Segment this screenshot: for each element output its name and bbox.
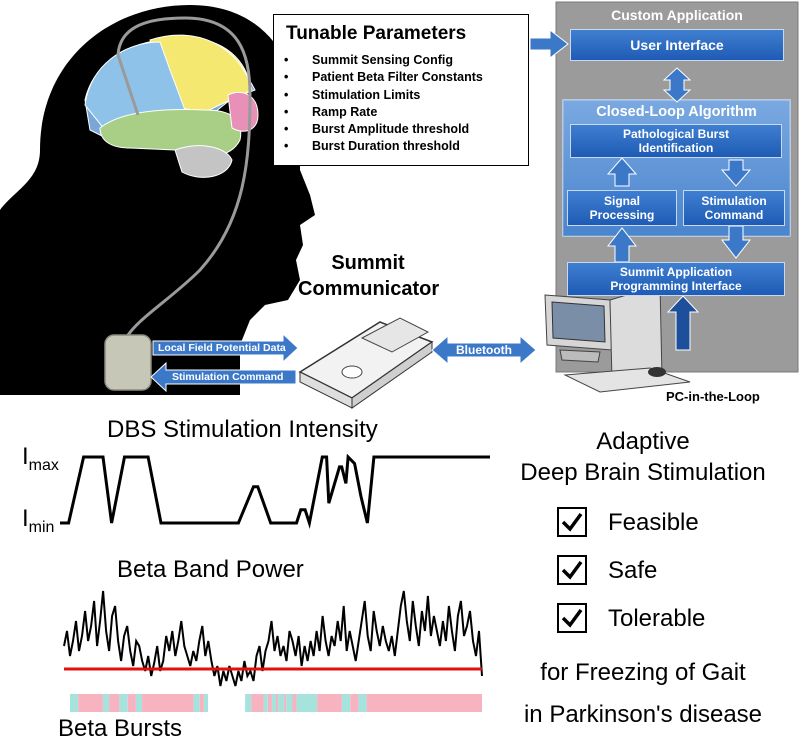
parameter-item: •Burst Duration threshold xyxy=(284,139,460,154)
burst-segment xyxy=(199,694,204,712)
burst-segment xyxy=(366,694,482,712)
ui-algorithm-arrow xyxy=(662,67,692,103)
checkmark-icon xyxy=(561,608,583,628)
non-burst-segment xyxy=(135,694,143,712)
stim-command-arrow xyxy=(150,361,297,393)
summit-stimulator-label: Summit Stimulator xyxy=(17,296,87,329)
burst-segment xyxy=(142,694,194,712)
non-burst-segment xyxy=(103,694,110,712)
parameter-item: •Burst Amplitude threshold xyxy=(284,122,470,137)
non-burst-segment xyxy=(341,694,351,712)
non-burst-segment xyxy=(70,694,79,712)
adaptive-heading: Adaptive xyxy=(596,428,690,455)
signal-processing-box: Signal Processing xyxy=(567,190,677,226)
pathological-burst-identification-box: Pathological Burst Identification xyxy=(570,124,782,158)
check-box-safe xyxy=(557,555,587,585)
checkmark-icon xyxy=(561,512,583,532)
dbs-intensity-chart xyxy=(60,453,490,529)
parameter-item: •Stimulation Limits xyxy=(284,87,421,102)
imin-label: Imin xyxy=(22,505,55,536)
tunable-parameters-list: •Summit Sensing Config •Patient Beta Fil… xyxy=(284,52,483,156)
parkinsons-text: in Parkinson's disease xyxy=(523,701,763,728)
beta-bursts-label: Beta Bursts xyxy=(58,715,183,742)
burst-segment xyxy=(292,694,297,712)
non-burst-segment xyxy=(286,694,293,712)
burst-segment xyxy=(267,694,272,712)
check-label-tolerable: Tolerable xyxy=(608,605,706,632)
parameter-item: •Summit Sensing Config xyxy=(284,53,453,67)
non-burst-segment xyxy=(296,694,318,712)
beta-bursts-bar xyxy=(70,694,482,712)
params-to-ui-arrow xyxy=(529,28,569,60)
closed-loop-algorithm-title: Closed-Loop Algorithm xyxy=(596,104,757,120)
beta-chart-title: Beta Band Power xyxy=(117,556,304,583)
brain-temporal-lobe xyxy=(99,109,242,158)
freezing-of-gait-text: for Freezing of Gait xyxy=(540,659,746,686)
stimulation-command-box: Stimulation Command xyxy=(683,190,785,226)
beta-power-chart xyxy=(63,590,483,687)
burst-segment xyxy=(251,694,264,712)
non-burst-segment xyxy=(193,694,200,712)
non-burst-segment xyxy=(203,694,208,712)
imax-label: Imax xyxy=(22,443,59,474)
non-burst-segment xyxy=(245,694,252,712)
stim-to-api-arrow xyxy=(720,225,752,259)
summit-stimulator-device xyxy=(104,334,152,391)
burst-segment xyxy=(284,694,287,712)
summit-communicator-label: Summit Communicator xyxy=(298,252,440,300)
check-label-feasible: Feasible xyxy=(608,509,699,536)
checkmark-icon xyxy=(561,560,583,580)
pc-to-api-arrow xyxy=(666,295,700,351)
signal-to-burst-arrow xyxy=(606,157,638,187)
burst-segment xyxy=(127,694,136,712)
burst-segment xyxy=(109,694,120,712)
parameter-item: •Ramp Rate xyxy=(284,104,378,119)
burst-segment xyxy=(350,694,359,712)
burst-to-stim-arrow xyxy=(720,159,752,187)
non-burst-segment xyxy=(119,694,128,712)
check-box-tolerable xyxy=(557,603,587,633)
summit-api-box: Summit Application Programming Interface xyxy=(567,262,785,296)
lfp-arrow xyxy=(152,332,299,364)
tunable-parameters-box: Tunable Parameters •Summit Sensing Confi… xyxy=(273,14,529,166)
pc-computer-illustration xyxy=(544,284,691,393)
beta-power-line xyxy=(63,590,483,687)
lead-wire xyxy=(116,16,252,341)
brain-cerebellum xyxy=(174,145,233,178)
summit-communicator-device xyxy=(298,317,434,409)
parameter-item: •Patient Beta Filter Constants xyxy=(284,70,483,85)
api-to-signal-arrow xyxy=(606,227,638,263)
lfp-data-label: Local Field Potential Data xyxy=(158,342,286,354)
non-burst-segment xyxy=(263,694,268,712)
dbs-intensity-line xyxy=(60,453,490,529)
bluetooth-label: Bluetooth xyxy=(456,343,512,357)
non-burst-segment xyxy=(358,694,367,712)
bluetooth-arrow xyxy=(431,334,537,366)
non-burst-segment xyxy=(271,694,276,712)
pc-in-the-loop-label: PC-in-the-Loop xyxy=(666,389,760,404)
non-burst-segment xyxy=(278,694,285,712)
check-box-feasible xyxy=(557,507,587,537)
burst-segment xyxy=(276,694,279,712)
stimulation-command-label: Stimulation Command xyxy=(172,371,284,383)
burst-segment xyxy=(78,694,103,712)
check-label-safe: Safe xyxy=(608,557,658,584)
dbs-chart-title: DBS Stimulation Intensity xyxy=(107,416,378,443)
burst-segment xyxy=(317,694,342,712)
user-interface-box: User Interface xyxy=(570,29,784,61)
tunable-parameters-title: Tunable Parameters xyxy=(286,23,467,44)
custom-application-title: Custom Application xyxy=(611,7,743,23)
dbs-heading: Deep Brain Stimulation xyxy=(520,459,766,486)
